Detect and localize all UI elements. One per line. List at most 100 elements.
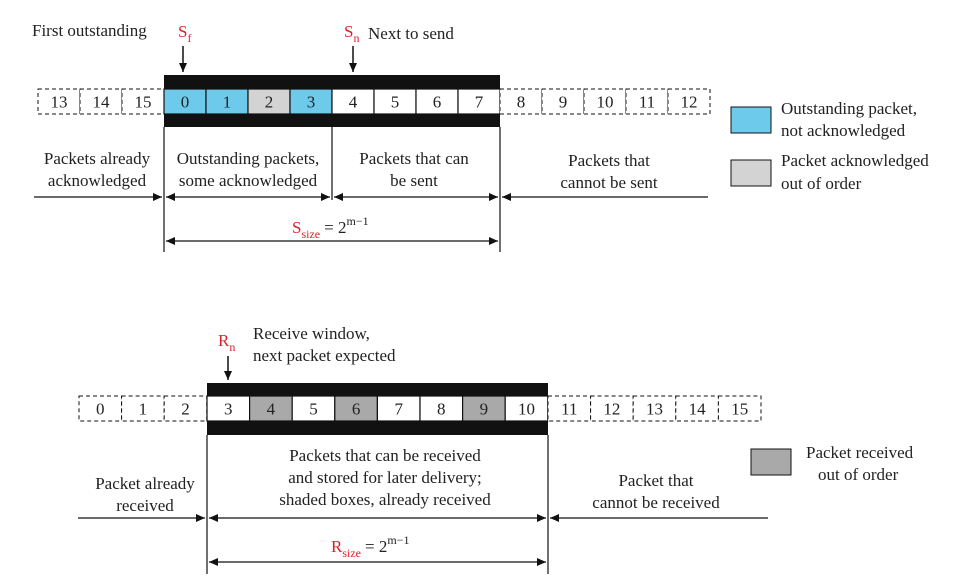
sender-packet-14-box <box>79 88 123 115</box>
legend: Outstanding packet, not acknowledged Pac… <box>730 99 929 484</box>
sender-packet-13: 13 <box>37 88 81 115</box>
sender-packet-8: 8 <box>499 88 543 115</box>
receiver-packet-10-number: 10 <box>518 400 535 419</box>
receiver-packet-12-box <box>590 395 634 422</box>
next-to-send-label: Next to send <box>368 24 454 43</box>
region-already-acked-line1: Packets already <box>44 149 151 168</box>
receiver-packet-6-box <box>334 395 378 422</box>
sender-packet-13-number: 13 <box>51 93 68 112</box>
sender-packet-3: 3 <box>289 88 333 115</box>
legend-outstanding-line2: not acknowledged <box>781 121 906 140</box>
legend-outstanding-swatch <box>730 106 772 134</box>
legend-received-line1: Packet received <box>806 443 914 462</box>
region-cannot-send-line2: cannot be sent <box>560 173 658 192</box>
receiver-packet-12-number: 12 <box>603 400 620 419</box>
sender-packet-4-number: 4 <box>349 93 358 112</box>
receiver-packet-13-number: 13 <box>646 400 663 419</box>
receiver-packet-10: 10 <box>504 395 549 422</box>
receive-window-label-line2: next packet expected <box>253 346 396 365</box>
receive-window-label-line1: Receive window, <box>253 324 370 343</box>
sender-packet-10-number: 10 <box>597 93 614 112</box>
sender-packet-15-number: 15 <box>135 93 152 112</box>
sender-packet-11: 11 <box>625 88 669 115</box>
receiver-packet-6: 6 <box>334 395 378 422</box>
receiver-packet-9: 9 <box>462 395 506 422</box>
sender-packet-10-box <box>583 88 627 115</box>
sender-packet-11-box <box>625 88 669 115</box>
sender-packet-15: 15 <box>121 88 165 115</box>
receiver-packet-5-box <box>291 395 336 422</box>
sender-packet-1-number: 1 <box>223 93 232 112</box>
sender-packet-12-box <box>667 88 711 115</box>
region-can-receive-line2: and stored for later delivery; <box>288 468 482 487</box>
sender-packet-12: 12 <box>667 88 711 115</box>
receiver-window-section: Rn Receive window, next packet expected … <box>78 324 768 574</box>
sender-packet-5: 5 <box>373 88 417 115</box>
receiver-packet-14: 14 <box>675 395 719 422</box>
region-outstanding-line1: Outstanding packets, <box>177 149 320 168</box>
legend-outstanding-line1: Outstanding packet, <box>781 99 917 118</box>
receiver-packet-4-number: 4 <box>267 400 276 419</box>
legend-acked-swatch <box>730 159 772 187</box>
sn-pointer-label: Sn <box>344 22 359 45</box>
sender-packet-14: 14 <box>79 88 123 115</box>
sender-packet-9-number: 9 <box>559 93 568 112</box>
receiver-packet-2-number: 2 <box>181 400 190 419</box>
sender-packet-2: 2 <box>247 88 291 115</box>
receiver-packet-3: 3 <box>206 395 251 422</box>
sender-packet-4: 4 <box>331 88 375 115</box>
region-cannot-receive-line1: Packet that <box>618 471 693 490</box>
sender-packet-5-number: 5 <box>391 93 400 112</box>
receiver-packet-15-box <box>717 395 762 422</box>
legend-received-line2: out of order <box>818 465 899 484</box>
region-can-send-line2: be sent <box>390 171 438 190</box>
receiver-packet-8-number: 8 <box>437 400 446 419</box>
sender-packet-1: 1 <box>205 88 249 115</box>
receiver-packet-11: 11 <box>547 395 592 422</box>
receiver-packet-1: 1 <box>121 395 165 422</box>
receiver-packet-8-box <box>419 395 464 422</box>
receiver-packet-6-number: 6 <box>352 400 361 419</box>
receiver-packet-7-box <box>376 395 421 422</box>
sender-packet-6-number: 6 <box>433 93 442 112</box>
receiver-packet-0-box <box>78 395 123 422</box>
receiver-packet-13: 13 <box>632 395 677 422</box>
receiver-packet-11-box <box>547 395 592 422</box>
receiver-packet-4: 4 <box>249 395 293 422</box>
receiver-packet-8: 8 <box>419 395 464 422</box>
receiver-packet-5: 5 <box>291 395 336 422</box>
region-cannot-send-line1: Packets that <box>568 151 650 170</box>
receiver-packet-4-box <box>249 395 293 422</box>
sender-packet-6: 6 <box>415 88 459 115</box>
region-cannot-receive-line2: cannot be received <box>592 493 720 512</box>
region-already-received-line1: Packet already <box>95 474 195 493</box>
sender-packet-13-box <box>37 88 81 115</box>
receiver-packet-14-number: 14 <box>689 400 707 419</box>
receiver-packet-7-number: 7 <box>394 400 403 419</box>
receiver-packet-5-number: 5 <box>309 400 318 419</box>
sender-packet-0-number: 0 <box>181 93 190 112</box>
receiver-packet-1-number: 1 <box>139 400 148 419</box>
receiver-packet-11-number: 11 <box>561 400 577 419</box>
region-outstanding-line2: some acknowledged <box>179 171 318 190</box>
receiver-packet-0-number: 0 <box>96 400 105 419</box>
receiver-packet-1-box <box>121 395 165 422</box>
receiver-left-outside-cells: 0 1 2 <box>78 395 208 422</box>
sf-pointer-label: Sf <box>178 22 191 45</box>
receiver-size-label: Rsize= 2m−1 <box>331 533 409 560</box>
legend-acked-line2: out of order <box>781 174 862 193</box>
region-can-send-line1: Packets that can <box>359 149 469 168</box>
sender-packet-9: 9 <box>541 88 585 115</box>
receiver-packet-15: 15 <box>717 395 762 422</box>
sender-packet-0-box <box>163 88 207 115</box>
receiver-packet-2: 2 <box>163 395 208 422</box>
receiver-packet-14-box <box>675 395 719 422</box>
receiver-packet-12: 12 <box>590 395 634 422</box>
sender-left-outside-cells: 13 14 15 <box>37 88 165 115</box>
receiver-packet-3-number: 3 <box>224 400 233 419</box>
sender-packet-9-box <box>541 88 585 115</box>
region-can-receive-line3: shaded boxes, already received <box>279 490 491 509</box>
